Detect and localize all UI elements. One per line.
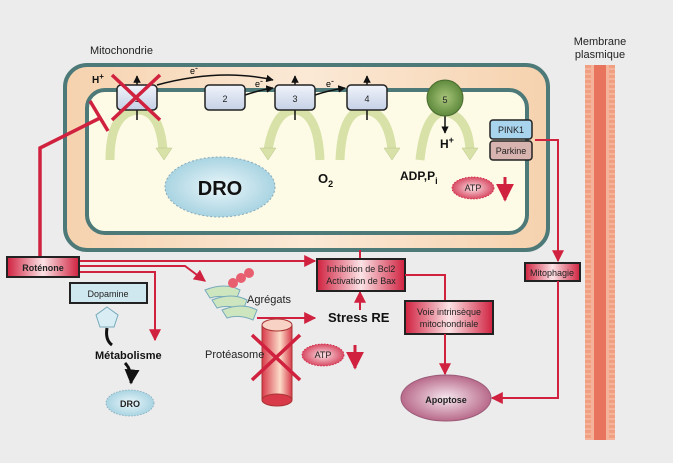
plasma-membrane: [585, 65, 615, 440]
svg-text:Inhibition de Bcl2: Inhibition de Bcl2: [327, 264, 396, 274]
proteasome-label: Protéasome: [205, 349, 264, 361]
agregats-label: Agrégats: [247, 294, 292, 306]
inhibition-bar: [88, 100, 110, 132]
svg-text:Parkine: Parkine: [496, 146, 527, 156]
e-minus-label-3: e-: [326, 76, 334, 89]
svg-text:mitochondriale: mitochondriale: [420, 319, 479, 329]
dopamine-molecule-icon: [95, 306, 119, 328]
complex-2: 2: [204, 84, 246, 111]
atp-burst-proteasome: ATP: [301, 343, 345, 367]
complex-3: 3: [274, 84, 316, 111]
svg-text:ATP: ATP: [315, 350, 332, 360]
svg-text:Apoptose: Apoptose: [425, 395, 467, 405]
atp-burst-mito: ATP: [451, 176, 495, 200]
svg-text:Mitophagie: Mitophagie: [530, 268, 574, 278]
metabolisme-label: Métabolisme: [95, 350, 162, 362]
complex-4: 4: [346, 84, 388, 111]
adp-pi-label: ADP,Pi: [400, 169, 438, 186]
rotenone-to-agregats-arrow: [80, 265, 206, 282]
svg-text:Dopamine: Dopamine: [87, 289, 128, 299]
mitochondrie-label: Mitochondrie: [90, 45, 153, 57]
svg-text:4: 4: [364, 94, 369, 104]
rotenone-box: Roténone: [6, 256, 80, 278]
membrane-label-2: plasmique: [575, 49, 625, 61]
inhibition-to-voie-line: [405, 274, 446, 301]
dro-burst-small: DRO: [105, 389, 155, 417]
complex-5-atp-synthase: 5: [426, 79, 464, 117]
h-plus-5: H+: [440, 135, 454, 151]
pink1-box: PINK1: [489, 119, 533, 140]
svg-text:DRO: DRO: [120, 399, 140, 409]
mitophagie-box: Mitophagie: [524, 262, 581, 282]
inhibition-bcl2-box: Inhibition de Bcl2 Activation de Bax: [316, 258, 406, 292]
membrane-label-1: Membrane: [574, 36, 627, 48]
svg-text:Activation de Bax: Activation de Bax: [326, 276, 396, 286]
e-minus-label-1: e-: [190, 63, 198, 76]
svg-text:Voie intrinsèque: Voie intrinsèque: [417, 307, 481, 317]
parkine-box: Parkine: [489, 140, 533, 161]
svg-text:DRO: DRO: [198, 178, 242, 200]
svg-text:PINK1: PINK1: [498, 125, 524, 135]
rotenone-to-metabolisme-arrow: [80, 271, 161, 342]
dro-burst: DRO: [164, 156, 276, 218]
h-plus-top: H+: [92, 72, 104, 86]
dopamine-to-metabolisme-arrow: [105, 327, 113, 347]
e-minus-label-2: e-: [255, 76, 263, 89]
o2-label: O2: [318, 171, 333, 189]
metabolisme-to-dro-arrow: [123, 361, 140, 385]
stress-re-label: Stress RE: [328, 310, 390, 325]
mitophagie-to-apoptose-arrow: [490, 281, 559, 404]
inhibition-cross-icon: [110, 73, 162, 122]
proteasome-icon: [261, 318, 293, 407]
svg-text:Roténone: Roténone: [22, 263, 64, 273]
apoptose-node: Apoptose: [400, 374, 492, 422]
svg-text:5: 5: [442, 95, 447, 105]
rotenone-inhibition-line: [38, 116, 101, 257]
dopamine-box: Dopamine: [69, 282, 148, 304]
svg-text:ATP: ATP: [465, 183, 482, 193]
pink1-to-mitophagie-arrow: [535, 139, 564, 263]
arc-arrowheads: [155, 147, 479, 161]
aggregates-icon: [204, 268, 258, 321]
svg-text:3: 3: [292, 94, 297, 104]
svg-text:2: 2: [222, 94, 227, 104]
voie-intrinseque-box: Voie intrinsèque mitochondriale: [404, 300, 494, 335]
proteasome-cross-icon: [250, 333, 302, 382]
